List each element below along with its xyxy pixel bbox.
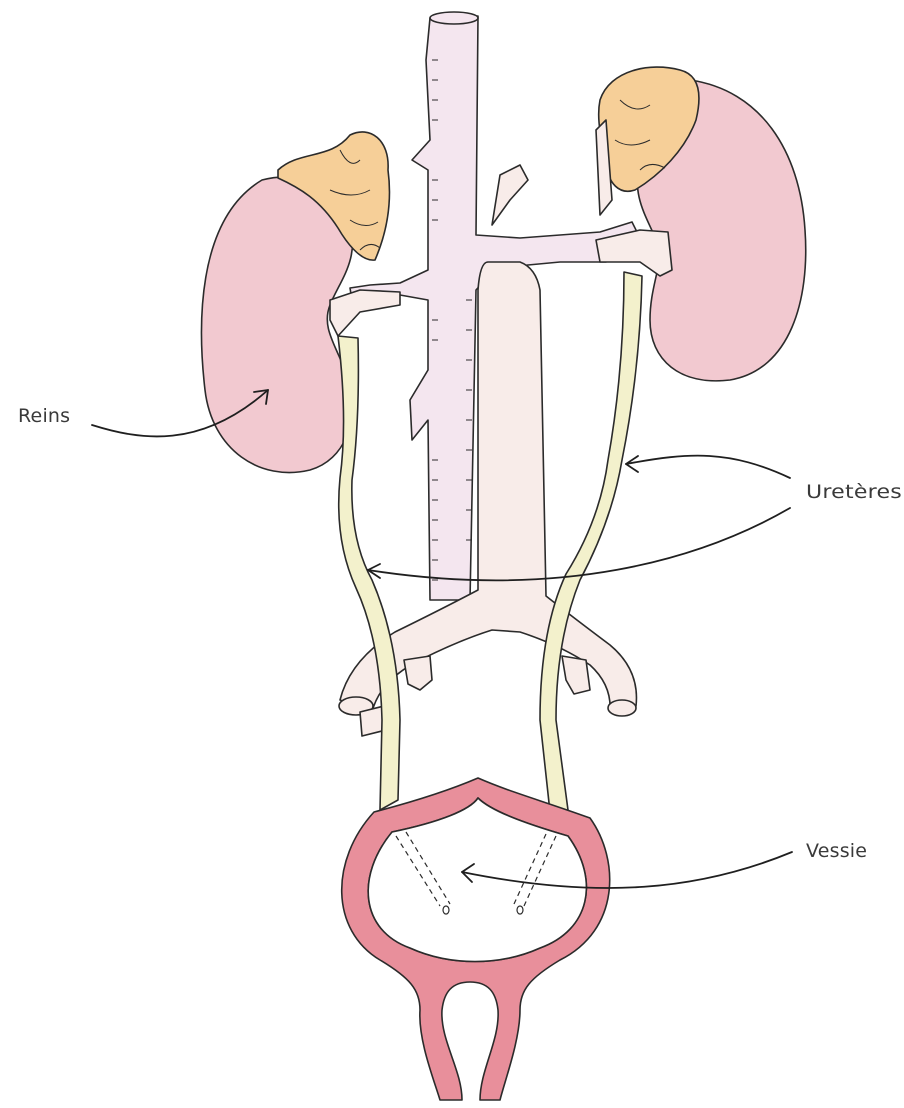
right-ureter xyxy=(540,272,642,812)
left-renal-vessels xyxy=(330,290,400,336)
ureters-label: Uretères xyxy=(806,481,902,503)
bladder xyxy=(342,778,610,1100)
kidneys-label: Reins xyxy=(18,405,70,427)
bladder-label: Vessie xyxy=(806,840,867,862)
left-kidney xyxy=(202,177,353,473)
ureter-pointer-arrow-right xyxy=(626,456,790,478)
